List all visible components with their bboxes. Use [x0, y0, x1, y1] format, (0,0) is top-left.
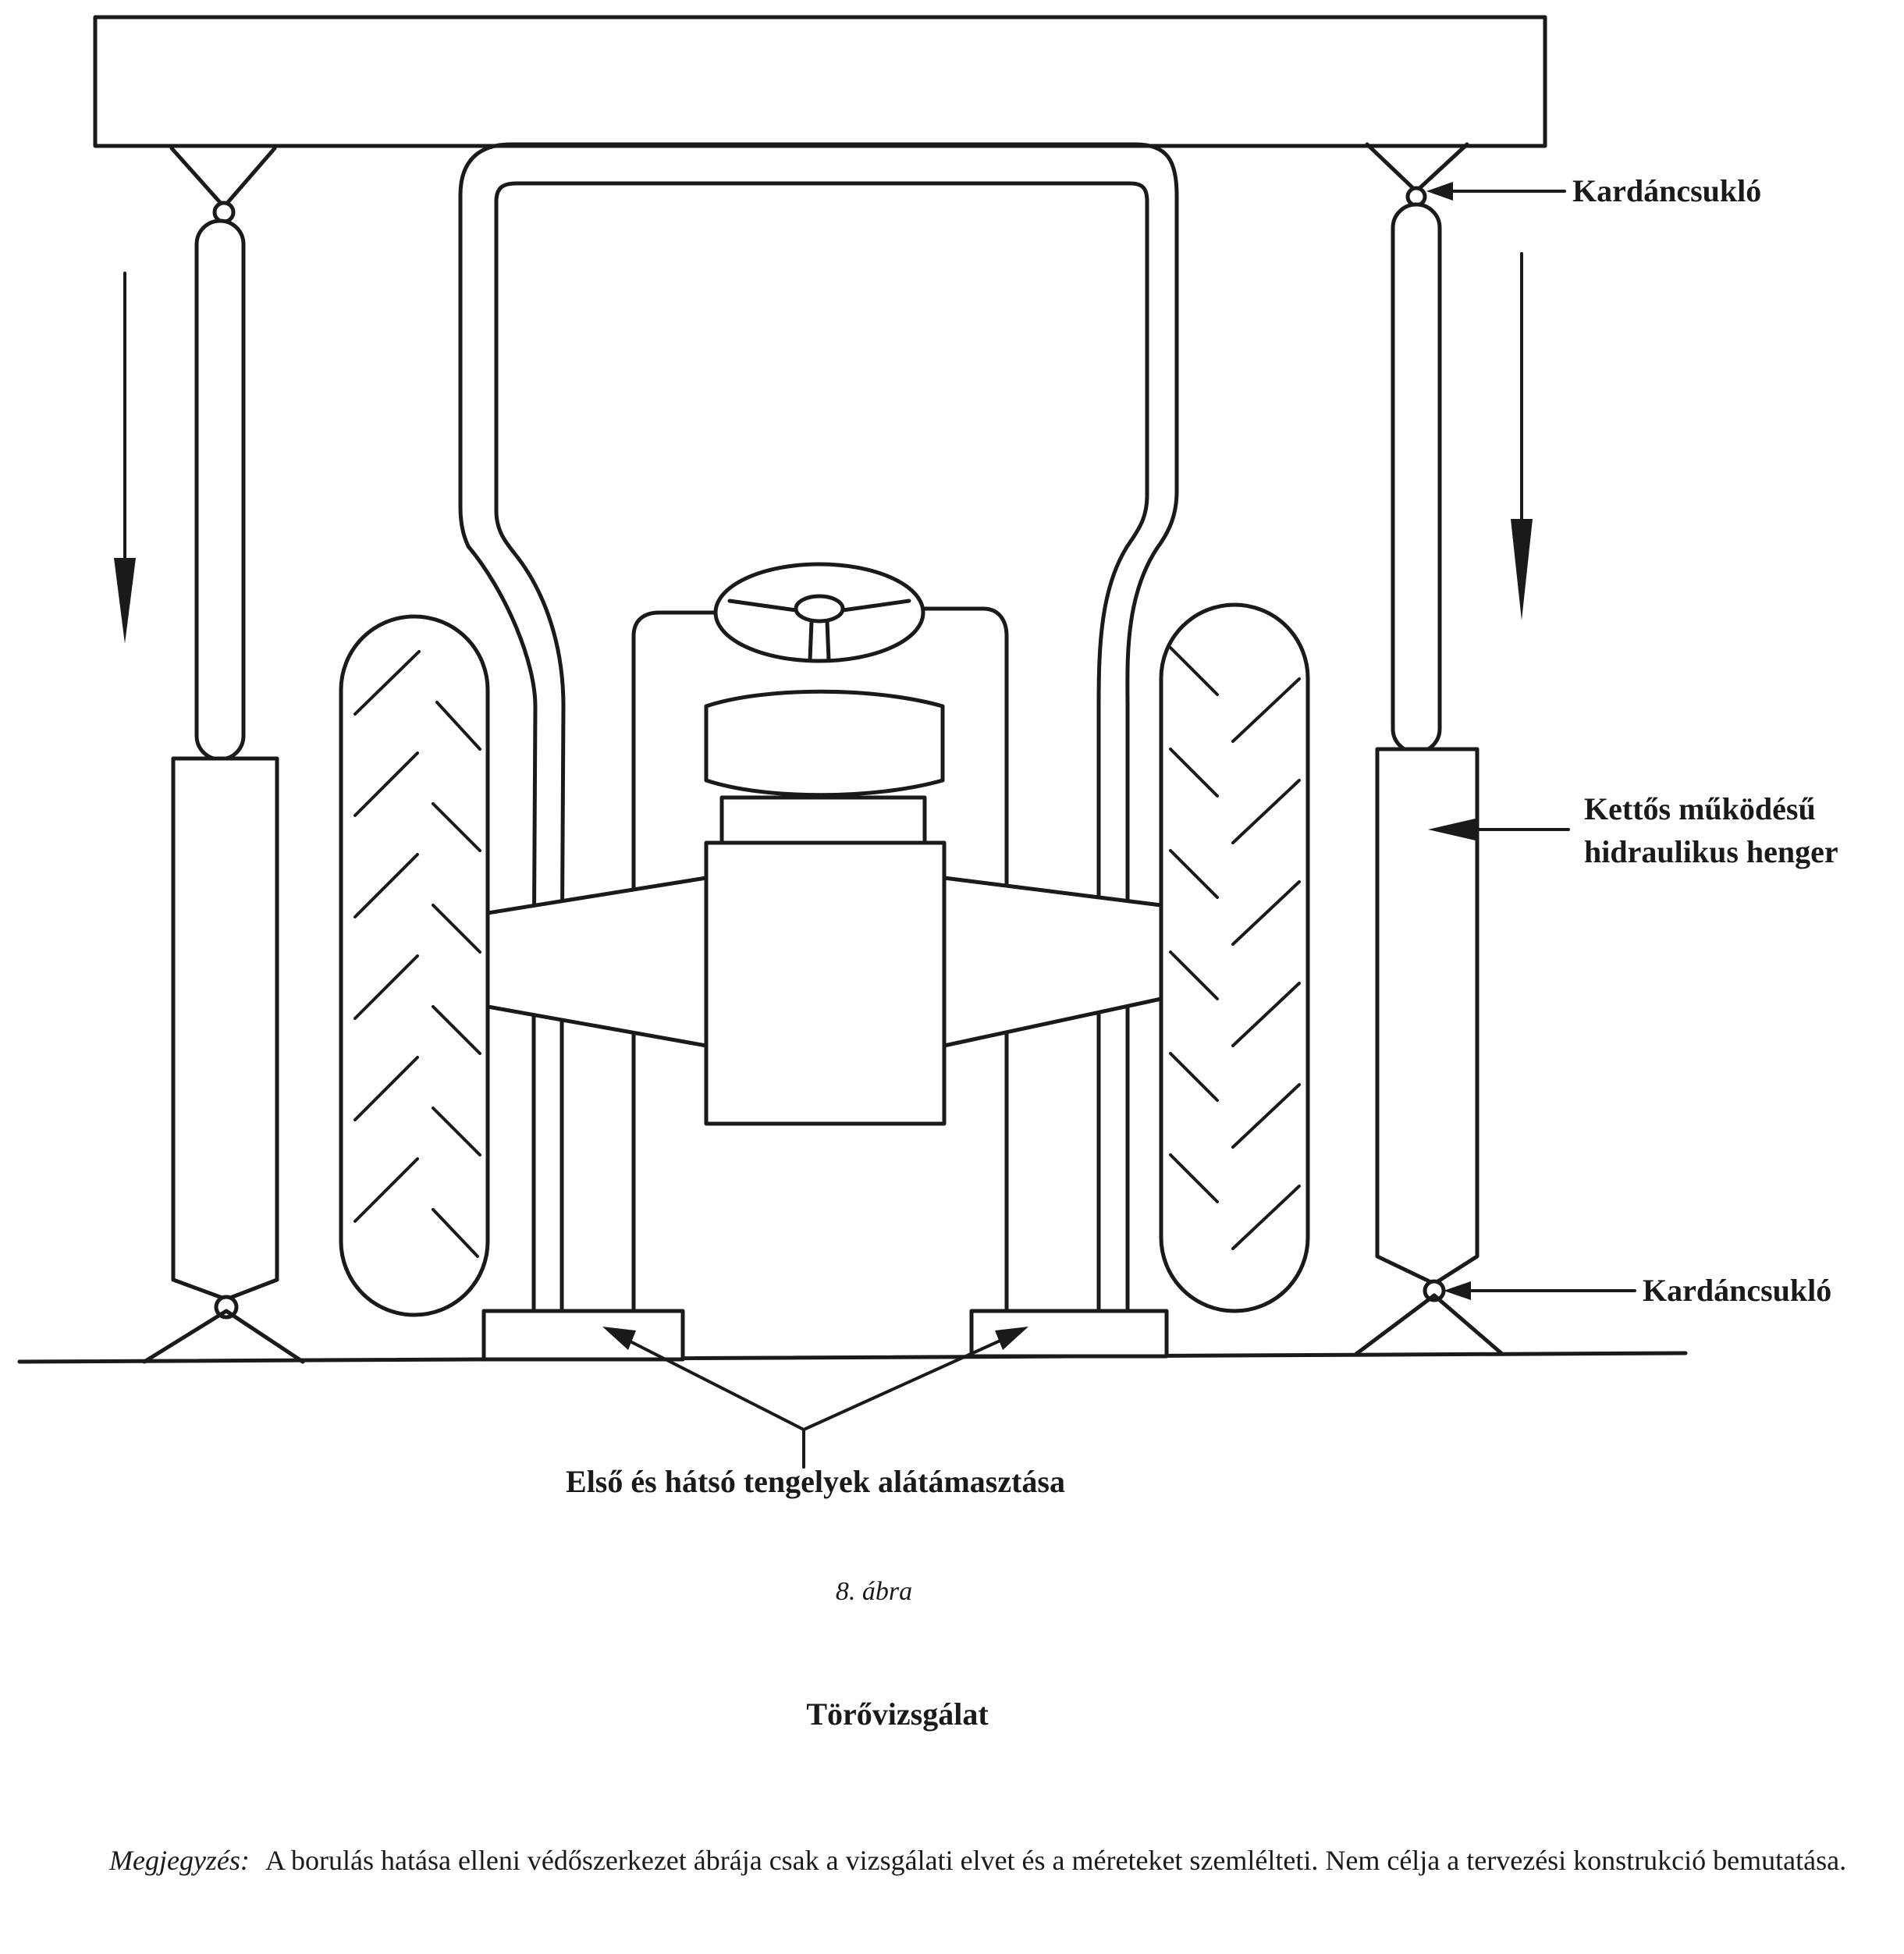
callout-axle-support: Első és hátsó tengelyek alátámasztása — [566, 1327, 1065, 1499]
callout-joint-bottom: Kardáncsukló — [1444, 1273, 1831, 1308]
rops-frame-outer — [458, 142, 1179, 1313]
label-axle-support: Első és hátsó tengelyek alátámasztása — [566, 1464, 1065, 1499]
right-cylinder-barrel — [1375, 747, 1480, 1286]
right-cylinder-rod — [1391, 202, 1442, 755]
figure-number: 8. ábra — [836, 1577, 912, 1606]
label-cylinder-line2: hidraulikus henger — [1584, 834, 1838, 869]
callout-joint-top: Kardáncsukló — [1426, 173, 1761, 208]
label-joint-top: Kardáncsukló — [1572, 173, 1761, 208]
label-cylinder-line1: Kettős működésű — [1584, 791, 1816, 826]
rops-frame-inner — [494, 181, 1149, 1313]
left-down-arrow-icon — [114, 272, 136, 644]
left-cylinder-rod — [194, 218, 246, 762]
right-bottom-joint-base — [1354, 1293, 1504, 1356]
transmission-housing — [704, 840, 947, 1126]
seat — [704, 689, 945, 798]
figure-title: Törővizsgálat — [806, 1696, 989, 1732]
note-heading: Megjegyzés: — [109, 1845, 250, 1876]
left-cylinder-barrel — [171, 756, 279, 1302]
left-top-joint-bracket — [169, 146, 277, 209]
right-rear-tyre — [1159, 602, 1310, 1313]
ground-line — [17, 1351, 1688, 1364]
left-cylinder-assembly — [142, 146, 305, 1364]
steering-wheel-icon — [713, 562, 925, 663]
right-cylinder-assembly — [1354, 142, 1504, 1356]
tractor — [339, 142, 1310, 1362]
crush-beam — [93, 15, 1547, 148]
right-down-arrow-icon — [1511, 252, 1533, 620]
fender-frame — [631, 606, 1009, 1313]
note-text: A borulás hatása elleni védőszerkezet áb… — [265, 1845, 1847, 1876]
left-bottom-joint-base — [142, 1309, 305, 1364]
callout-cylinder: Kettős működésű hidraulikus henger — [1428, 791, 1838, 869]
left-rear-tyre — [339, 614, 490, 1317]
seat-base — [719, 795, 927, 845]
label-joint-bottom: Kardáncsukló — [1643, 1273, 1831, 1308]
left-top-joint — [212, 201, 236, 224]
